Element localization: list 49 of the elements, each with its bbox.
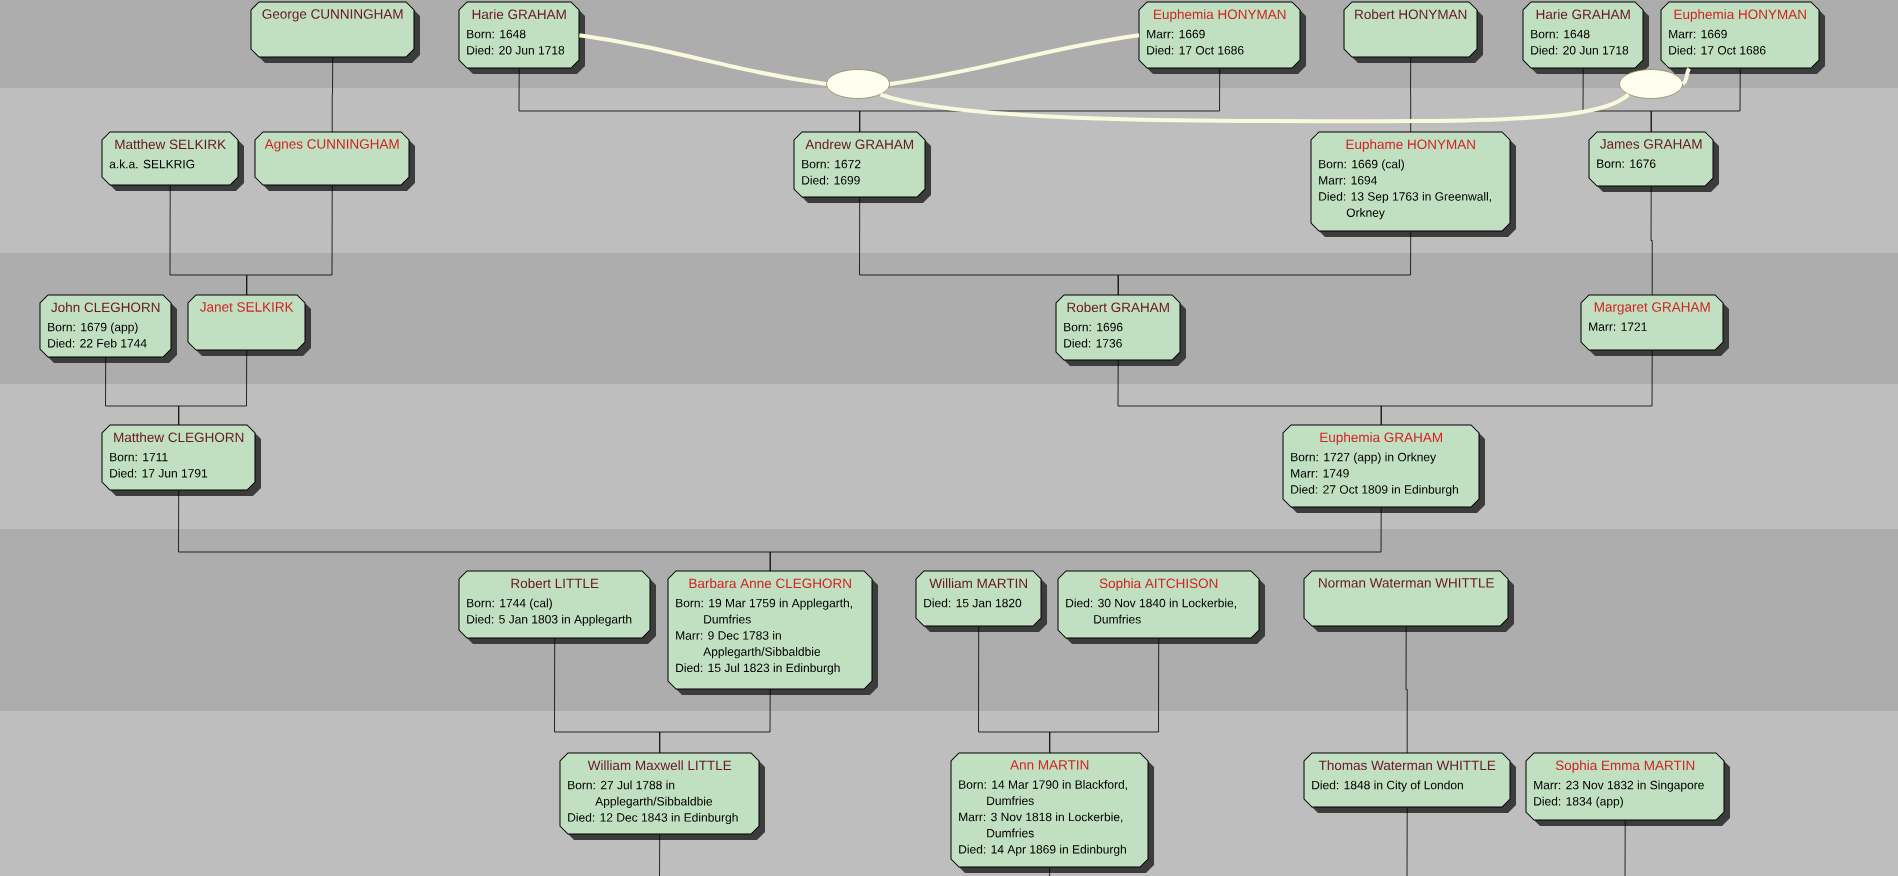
family-line [331,57,334,133]
person-box: Matthew CLEGHORN Born: 1711 Died: 17 Jun 1791 [101,424,261,496]
link-curve [889,33,1140,86]
person-box: Barbara Anne CLEGHORN Born: 19 Mar 1759 in Applegarth, Dumfries Marr: 9 Dec 1783 in Applegarth/Sibbaldbie Died: 15 Jul 1823 in Edinburgh [667,570,878,695]
person-box: John CLEGHORN Born: 1679 (app) Died: 22 Feb 1744 [39,294,177,363]
family-line [859,68,1221,133]
link-curve [1681,67,1691,86]
family-line [246,185,333,296]
person-box: Norman Waterman WHITTLE [1303,570,1514,632]
person-box: William Maxwell LITTLE Born: 27 Jul 1788 in Applegarth/Sibbaldbie Died: 12 Dec 1843 in Edinburgh [559,752,765,840]
family-line [1410,57,1412,133]
person-box: Euphemia GRAHAM Born: 1727 (app) in Orkney Marr: 1749 Died: 27 Oct 1809 in Edinburgh [1282,424,1485,513]
person-box: Robert GRAHAM Born: 1696 Died: 1736 [1055,294,1186,366]
person-box: James GRAHAM Born: 1676 [1588,131,1719,192]
person-box: Sophia Emma MARTIN Marr: 23 Nov 1832 in Singapore Died: 1834 (app) [1525,752,1730,826]
person-box: William MARTIN Died: 15 Jan 1820 [915,570,1047,632]
person-box: Margaret GRAHAM Marr: 1721 [1580,294,1729,356]
person-box: Andrew GRAHAM Born: 1672 Died: 1699 [793,131,931,203]
person-box: Thomas Waterman WHITTLE Died: 1848 in City of London [1303,752,1516,813]
link-curve [880,92,1630,124]
person-box: Euphemia HONYMAN Marr: 1669 Died: 17 Oct 1686 [1660,1,1825,74]
family-line [659,689,771,754]
family-line [1405,626,1408,754]
person-box: George CUNNINGHAM [250,1,420,63]
family-line [1049,638,1160,754]
family-line [1406,807,1408,876]
person-box: Agnes CUNNINGHAM [254,131,415,191]
family-line [1650,68,1741,133]
family-line [1650,186,1653,296]
family-line [1380,350,1653,426]
family-line [1117,231,1412,296]
person-box: Matthew SELKIRK a.k.a. SELKRIG [101,131,244,191]
family-line [178,350,248,426]
person-box: Robert LITTLE Born: 1744 (cal) Died: 5 Jan 1803 in Applegarth [458,570,656,644]
person-box: Harie GRAHAM Born: 1648 Died: 20 Jun 1718 [1522,1,1649,74]
family-line [769,507,1382,572]
link-oval [1619,69,1683,99]
link-oval [826,69,890,99]
person-box: Harie GRAHAM Born: 1648 Died: 20 Jun 1718 [458,1,585,74]
family-line [1624,820,1626,876]
person-box: Ann MARTIN Born: 14 Mar 1790 in Blackford, Dumfries Marr: 3 Nov 1818 in Lockerbie, Dumfries Died: 14 Apr 1869 in Edinburgh [950,752,1154,873]
person-box: Euphame HONYMAN Born: 1669 (cal) Marr: 1694 Died: 13 Sep 1763 in Greenwall, Orkney [1310,131,1516,237]
family-line [659,834,661,876]
person-box: Euphemia HONYMAN Marr: 1669 Died: 17 Oct 1686 [1138,1,1306,74]
link-curve [579,33,827,86]
person-box: Sophia AITCHISON Died: 30 Nov 1840 in Lockerbie, Dumfries [1057,570,1265,644]
person-box: Janet SELKIRK [187,294,311,356]
family-line [1049,867,1051,876]
person-box: Robert HONYMAN [1343,1,1483,63]
